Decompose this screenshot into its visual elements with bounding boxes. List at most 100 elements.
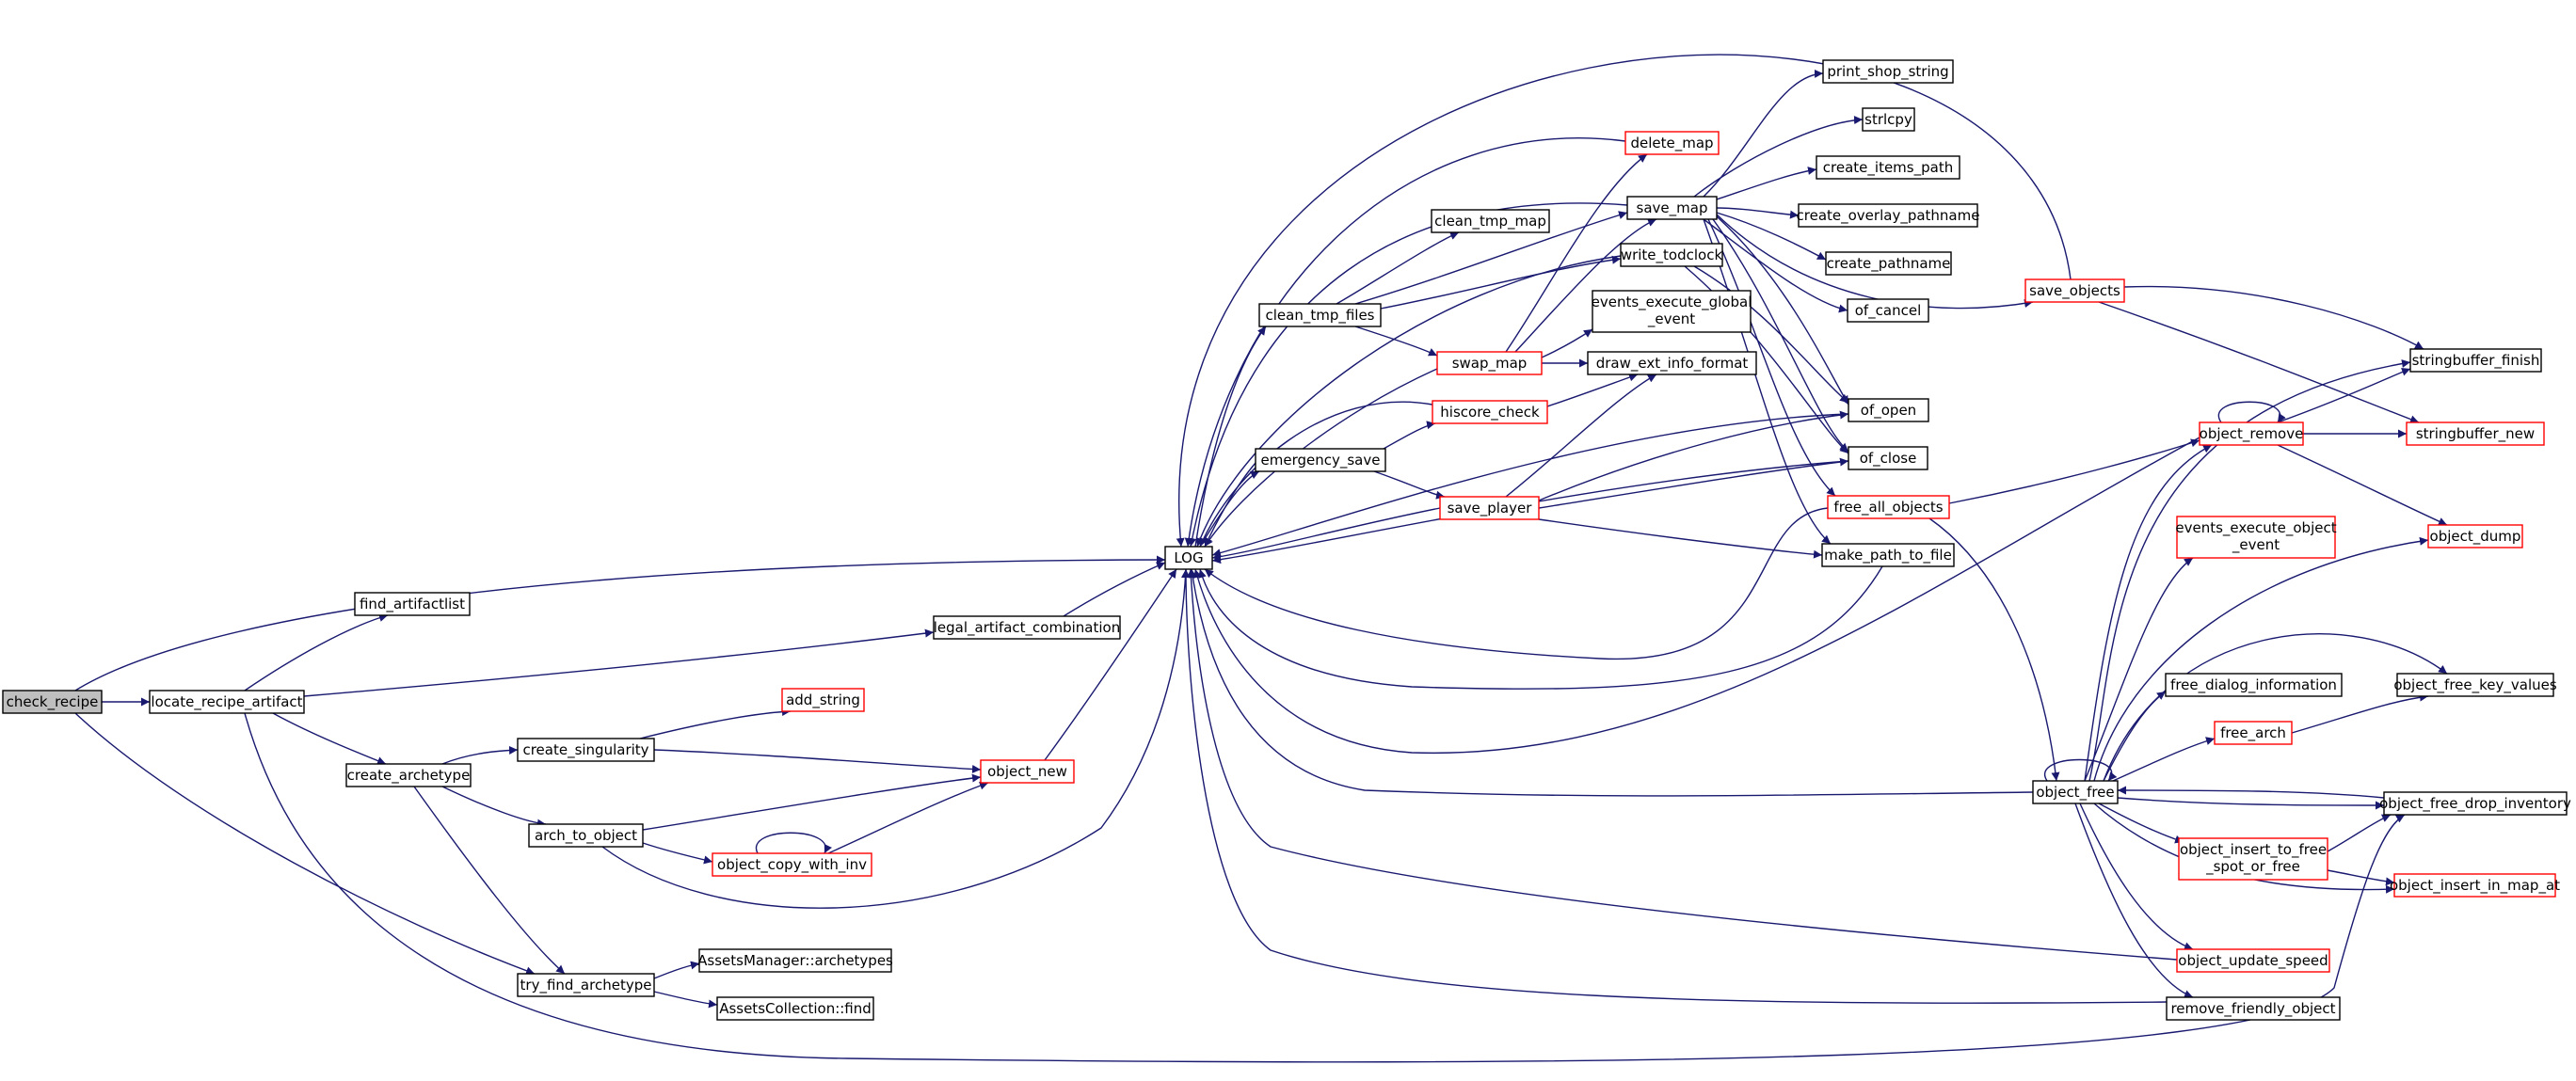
node-object_copy_with_inv[interactable]: object_copy_with_inv — [712, 852, 872, 877]
node-events_execute_object_event[interactable]: events_execute_object_event — [2175, 516, 2337, 559]
node-arch_to_object[interactable]: arch_to_object — [528, 823, 644, 848]
node-clean_tmp_map[interactable]: clean_tmp_map — [1431, 209, 1550, 233]
edge-object_free-to-object_update_speed — [2079, 803, 2194, 950]
node-of_cancel[interactable]: of_cancel — [1847, 298, 1929, 323]
node-box — [1822, 59, 1954, 84]
node-save_map[interactable]: save_map — [1626, 196, 1718, 220]
node-emergency_save[interactable]: emergency_save — [1255, 448, 1386, 472]
node-print_shop_string[interactable]: print_shop_string — [1822, 59, 1954, 84]
node-box — [1439, 496, 1540, 520]
node-strlcpy[interactable]: strlcpy — [1862, 107, 1915, 132]
node-box — [517, 973, 655, 997]
node-label: save_player — [1448, 500, 1533, 517]
node-box — [1848, 446, 1928, 470]
edge-object_remove-to-object_remove — [2217, 401, 2286, 423]
node-free_arch[interactable]: free_arch — [2214, 721, 2293, 745]
node-label: object_free_key_values — [2393, 676, 2557, 694]
node-box — [1255, 448, 1386, 472]
node-save_player[interactable]: save_player — [1439, 496, 1540, 520]
edge-save_map-to-of_close — [1712, 218, 1849, 453]
node-object_update_speed[interactable]: object_update_speed — [2176, 948, 2330, 973]
node-object_insert_to_free_spot_or_free[interactable]: object_insert_to_free_spot_or_free — [2178, 837, 2328, 881]
node-free_dialog_information[interactable]: free_dialog_information — [2165, 673, 2343, 697]
node-log[interactable]: LOG — [1164, 546, 1213, 570]
edge-free_arch-to-object_free_key_values — [2291, 692, 2429, 734]
node-object_free_drop_inventory[interactable]: object_free_drop_inventory — [2379, 791, 2571, 816]
edge-hiscore_check-to-draw_ext_info_format — [1546, 373, 1639, 407]
node-stringbuffer_finish[interactable]: stringbuffer_finish — [2409, 348, 2542, 373]
edge-save_player-to-log — [1211, 507, 1441, 562]
edge-write_todclock-to-of_open — [1693, 265, 1849, 404]
node-legal_artifact_combination[interactable]: legal_artifact_combination — [933, 615, 1121, 640]
node-clean_tmp_files[interactable]: clean_tmp_files — [1258, 303, 1382, 327]
node-label-line: object_insert_to_free — [2180, 841, 2327, 859]
edge-write_todclock-to-log — [1195, 255, 1622, 548]
edge-delete_map-to-log — [1184, 137, 1626, 548]
node-hiscore_check[interactable]: hiscore_check — [1432, 400, 1548, 424]
node-box — [2406, 421, 2545, 446]
edge-swap_map-to-save_map — [1514, 218, 1657, 353]
node-label: locate_recipe_artifact — [151, 693, 302, 711]
node-create_singularity[interactable]: create_singularity — [517, 738, 655, 762]
node-object_free[interactable]: object_free — [2032, 780, 2119, 804]
node-label-line: events_execute_object — [2175, 519, 2336, 537]
node-free_all_objects[interactable]: free_all_objects — [1827, 495, 1950, 519]
node-object_new[interactable]: object_new — [980, 759, 1075, 784]
node-label: try_find_archetype — [520, 977, 652, 994]
node-label: delete_map — [1630, 135, 1713, 152]
node-box — [2176, 948, 2330, 973]
node-object_free_key_values[interactable]: object_free_key_values — [2393, 673, 2557, 697]
node-label: remove_friendly_object — [2170, 1000, 2335, 1018]
node-locate_recipe_artifact[interactable]: locate_recipe_artifact — [149, 690, 305, 714]
node-box — [1821, 543, 1955, 567]
node-delete_map[interactable]: delete_map — [1624, 131, 1720, 155]
node-of_open[interactable]: of_open — [1848, 398, 1929, 422]
node-create_pathname[interactable]: create_pathname — [1825, 251, 1952, 276]
node-stringbuffer_new[interactable]: stringbuffer_new — [2406, 421, 2545, 446]
node-of_close[interactable]: of_close — [1848, 446, 1928, 470]
node-find_artifactlist[interactable]: find_artifactlist — [354, 592, 471, 616]
node-label: free_all_objects — [1833, 499, 1943, 517]
node-label: object_new — [987, 763, 1067, 781]
node-save_objects[interactable]: save_objects — [2024, 278, 2125, 303]
node-label: save_objects — [2029, 282, 2120, 300]
edge-emergency_save-to-save_player — [1373, 470, 1446, 500]
node-label: object_free_drop_inventory — [2379, 795, 2571, 813]
node-draw_ext_info_format[interactable]: draw_ext_info_format — [1587, 351, 1757, 375]
node-write_todclock[interactable]: write_todclock — [1620, 243, 1723, 267]
node-make_path_to_file[interactable]: make_path_to_file — [1821, 543, 1955, 567]
node-create_items_path[interactable]: create_items_path — [1816, 155, 1960, 180]
node-box — [2165, 673, 2343, 697]
node-box — [2, 690, 103, 714]
node-object_dump[interactable]: object_dump — [2427, 524, 2523, 548]
node-assets_collection_find[interactable]: AssetsCollection::find — [716, 996, 874, 1021]
node-create_overlay_pathname[interactable]: create_overlay_pathname — [1797, 203, 1980, 228]
edge-swap_map-to-delete_map — [1505, 153, 1648, 353]
node-box — [517, 738, 655, 762]
node-label: create_singularity — [522, 741, 648, 759]
node-box — [1592, 290, 1752, 333]
node-label: create_items_path — [1823, 159, 1953, 177]
node-create_archetype[interactable]: create_archetype — [345, 763, 472, 787]
node-try_find_archetype[interactable]: try_find_archetype — [517, 973, 655, 997]
edge-save_player-to-make_path_to_file — [1538, 518, 1823, 559]
node-remove_friendly_object[interactable]: remove_friendly_object — [2166, 996, 2341, 1021]
node-check_recipe[interactable]: check_recipe — [2, 690, 103, 714]
node-label: make_path_to_file — [1824, 547, 1952, 564]
node-label: hiscore_check — [1440, 404, 1540, 421]
edge-object_new-to-log — [1044, 568, 1177, 761]
edge-object_free-to-object_remove — [2084, 444, 2213, 782]
edge-locate_recipe_artifact-to-find_artifactlist — [244, 613, 389, 692]
node-object_remove[interactable]: object_remove — [2199, 421, 2304, 446]
node-box — [980, 759, 1075, 784]
node-box — [1825, 251, 1952, 276]
node-events_execute_global_event[interactable]: events_execute_global_event — [1592, 290, 1752, 333]
node-add_string[interactable]: add_string — [781, 688, 865, 712]
node-object_insert_in_map_at[interactable]: object_insert_in_map_at — [2390, 873, 2560, 898]
edge-object_free-to-object_insert_to_free_spot_or_free — [2098, 803, 2184, 844]
node-box — [781, 688, 865, 712]
node-label: object_remove — [2200, 425, 2304, 443]
edge-object_insert_to_free_spot_or_free-to-object_free_drop_inventory — [2327, 814, 2392, 852]
node-assets_manager_archetypes[interactable]: AssetsManager::archetypes — [697, 948, 893, 973]
node-swap_map[interactable]: swap_map — [1436, 351, 1543, 375]
